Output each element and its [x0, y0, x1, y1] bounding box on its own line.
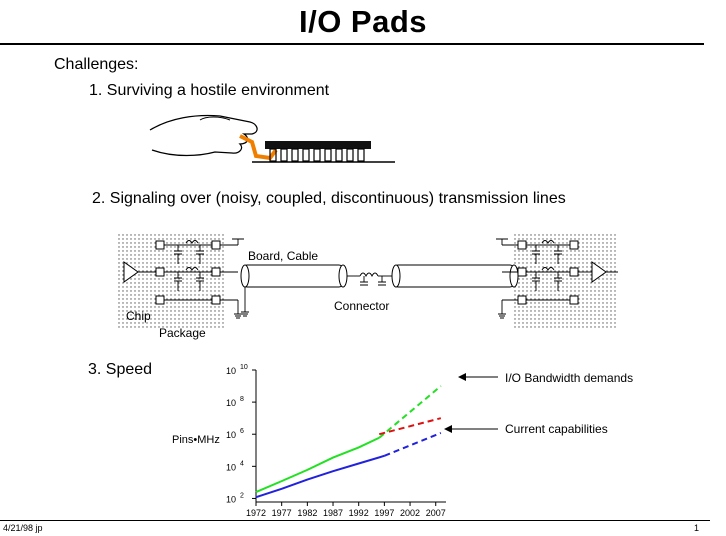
package-pins [269, 148, 365, 162]
series-line-projected-2 [378, 417, 442, 436]
y-tick-exponent: 10 [240, 364, 248, 371]
arrow-head-icon [458, 373, 466, 381]
transmission-line-diagram: Board, Cable Connector Chip Package [118, 232, 618, 340]
left-driver-icon [123, 261, 139, 283]
slide-title: I/O Pads [298, 4, 428, 39]
x-tick-label: 1992 [349, 508, 369, 518]
connector-label: Connector [334, 299, 389, 313]
x-tick-label: 1982 [297, 508, 317, 518]
page-number: 1 [694, 523, 700, 533]
y-tick-label: 10 [226, 430, 236, 440]
footer-rule [0, 520, 710, 521]
y-tick-exponent: 2 [240, 492, 244, 499]
x-tick-label: 1997 [374, 508, 394, 518]
item-speed: 3. Speed [88, 361, 153, 378]
y-tick-label: 10 [226, 398, 236, 408]
right-receiver-icon [591, 261, 607, 283]
y-tick-label: 10 [226, 462, 236, 472]
board-cable-label: Board, Cable [248, 249, 318, 263]
chip-package-body [265, 141, 371, 149]
series-line-solid-1 [255, 454, 385, 499]
annotation-capabilities: Current capabilities [505, 422, 608, 436]
x-tick-label: 2002 [400, 508, 420, 518]
y-tick-label: 10 [226, 494, 236, 504]
y-tick-exponent: 8 [240, 396, 244, 403]
hand-illustration [149, 114, 395, 163]
item-surviving: 1. Surviving a hostile environment [89, 82, 330, 99]
spark-discharge [239, 134, 278, 161]
y-tick-label: 10 [226, 366, 236, 376]
title-rule [0, 43, 704, 45]
speed-chart: 10 2 10 4 10 6 10 8 10 10 1972 1977 1982 1987 1992 199… [172, 364, 633, 518]
challenges-heading: Challenges: [54, 56, 139, 73]
series-line-projected-0 [378, 385, 442, 439]
arrow-head-icon [444, 425, 452, 433]
x-tick-label: 2007 [426, 508, 446, 518]
item-signaling: 2. Signaling over (noisy, coupled, disco… [92, 190, 566, 207]
x-tick-label: 1987 [323, 508, 343, 518]
chip-label: Chip [126, 309, 151, 323]
annotation-demands: I/O Bandwidth demands [505, 371, 633, 385]
y-tick-exponent: 6 [240, 428, 244, 435]
y-axis-label: Pins•MHz [172, 434, 220, 446]
x-tick-label: 1972 [246, 508, 266, 518]
series-line-projected-1 [384, 432, 442, 457]
package-label: Package [159, 326, 206, 340]
footer-date: 4/21/98 jp [3, 523, 43, 533]
series-line-solid-0 [255, 436, 380, 493]
y-tick-exponent: 4 [240, 460, 244, 467]
x-tick-label: 1977 [272, 508, 292, 518]
left-package-area [118, 232, 226, 328]
right-package-area [514, 232, 618, 328]
